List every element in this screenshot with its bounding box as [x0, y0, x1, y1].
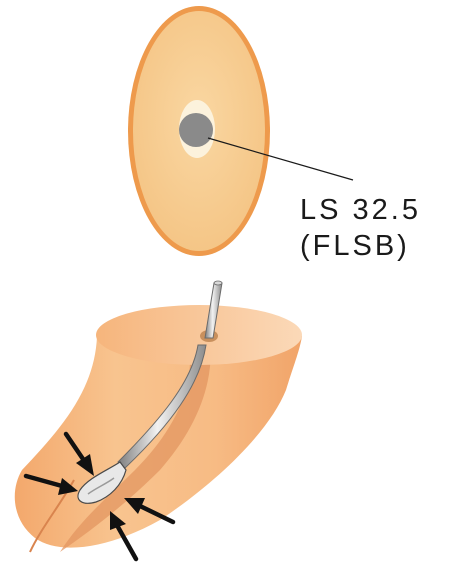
probe-cap	[214, 281, 222, 285]
core-spot	[179, 113, 213, 147]
sensor-model: LS 32.5	[300, 192, 421, 228]
sensor-label: LS 32.5 (FLSB)	[300, 192, 421, 264]
sensor-type: (FLSB)	[300, 228, 421, 264]
